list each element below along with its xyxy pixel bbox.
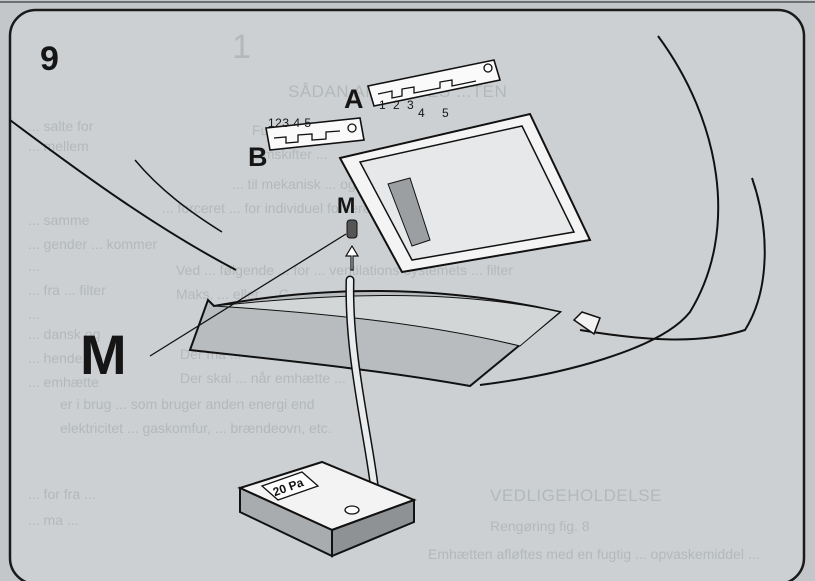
hood-right-edge (479, 35, 720, 386)
bleed-right-column: ... mellem (28, 138, 89, 154)
hood-left-inner-edge (134, 159, 223, 233)
bleed-page-number: 1 (232, 28, 251, 66)
bleed-line: er i brug ... som bruger anden energi en… (60, 396, 315, 412)
manometer-inlet (344, 505, 360, 515)
bleed-right-column: ... (28, 306, 40, 322)
dip-switch-a-levers (377, 79, 477, 99)
bleed-line: elektricitet ... gaskomfur, ... brændeov… (60, 420, 332, 436)
manometer-display (260, 471, 320, 501)
bleed-right-column: ... dansk og (28, 326, 101, 342)
label-a: A (344, 84, 364, 114)
label-m-large: M (80, 323, 127, 386)
bleed-line: Emhætten afløftes med en fugtig ... opva… (428, 546, 760, 562)
dip-switch-a-numbers: 1 2 3 (379, 98, 414, 112)
up-arrow-icon (344, 244, 360, 271)
bleed-right-column: ... samme (28, 212, 90, 228)
figure-number: 9 (40, 40, 59, 78)
hood-right-inner-edge (579, 177, 766, 341)
bleed-right-column: ... (28, 258, 40, 274)
bleed-line: Rengøring fig. 8 (490, 518, 590, 534)
dip-switch-a (366, 59, 502, 107)
bleed-right-column: ... for fra ... (28, 486, 96, 502)
hood-panel-highlight (213, 295, 562, 347)
hood-left-edge (9, 119, 237, 271)
panel-shadow (387, 177, 431, 247)
bleed-right-column: ... emhætte (28, 374, 99, 390)
bleed-heading: VEDLIGEHOLDELSE (490, 486, 662, 505)
dip-switch-a-screw (483, 63, 493, 73)
hood-bracket (572, 311, 601, 336)
bleed-right-column: ... hende (28, 350, 83, 366)
dip-switch-b-numbers: 123 4 5 (268, 116, 312, 130)
label-m-small: M (337, 193, 356, 218)
dip-switch-a-numbers-2: 4 5 (418, 106, 449, 120)
hose (346, 277, 379, 503)
bleed-line: Der skal ... når emhætte ... (180, 370, 346, 386)
label-b: B (248, 142, 268, 172)
dip-switch-b-levers (273, 130, 341, 144)
bleed-right-column: ... ma ... (28, 512, 79, 528)
bleed-right-column: ... salte for (28, 118, 94, 134)
bleed-right-column: ... fra ... filter (28, 282, 106, 298)
pressure-port (346, 219, 358, 239)
dip-switch-b-screw (347, 123, 357, 133)
manometer-side (331, 498, 415, 558)
m-leader-line (149, 233, 347, 357)
bleed-right-column: ... gender ... kommer (28, 236, 158, 252)
